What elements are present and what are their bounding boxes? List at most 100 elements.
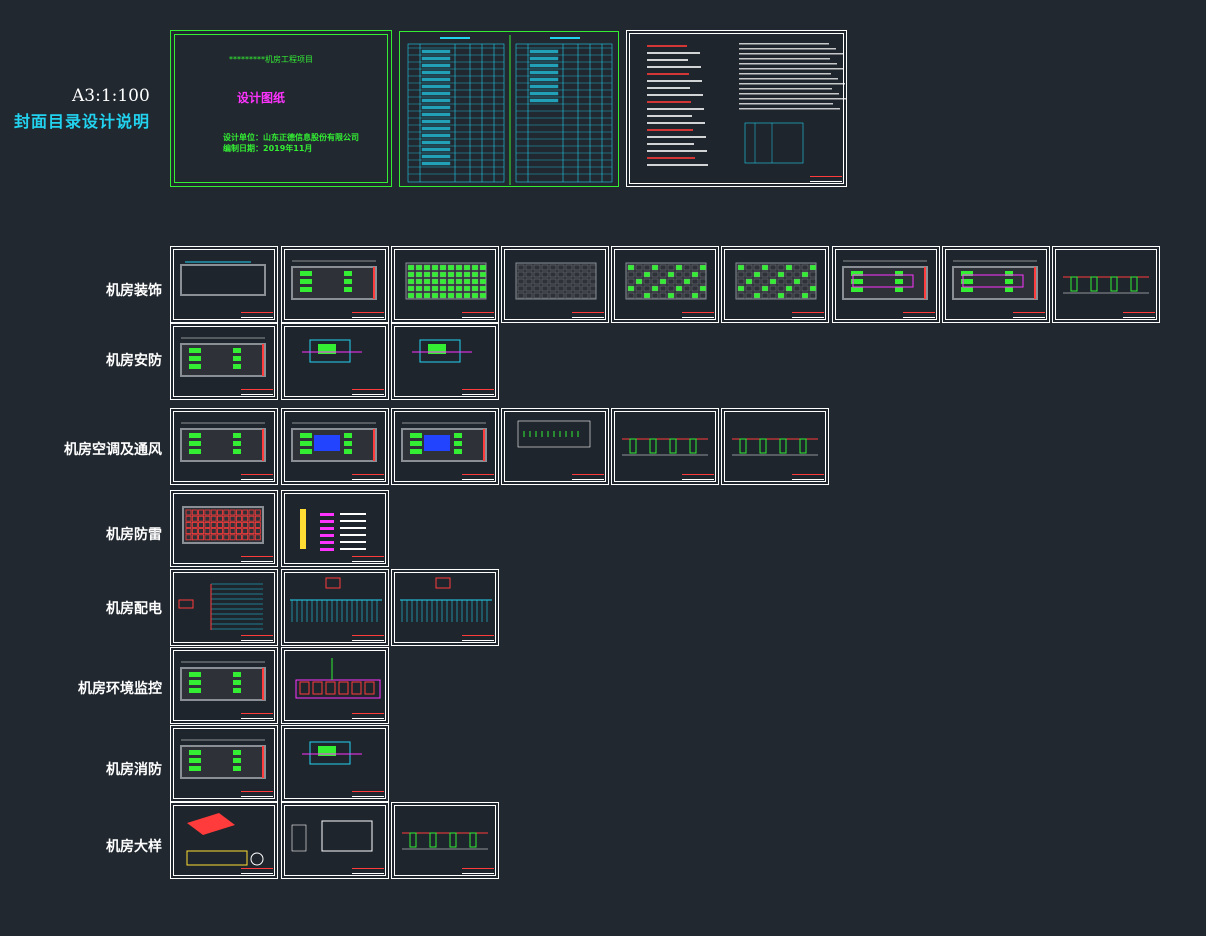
cover-section-title: 封面目录设计说明 [14,112,151,131]
drawing-sheet[interactable] [281,647,389,724]
sheet-drawing [842,260,928,300]
title-block [572,474,604,480]
title-block [352,556,384,562]
drawing-sheet[interactable] [611,408,719,485]
cover-drawing-title: 设计图纸 [237,91,286,105]
drawing-sheet[interactable] [281,802,389,879]
sheet-drawing [180,337,266,377]
drawing-sheet[interactable] [170,569,278,646]
drawing-sheet[interactable] [281,569,389,646]
drawing-sheet[interactable] [170,802,278,879]
drawing-sheet[interactable] [721,246,829,323]
drawing-sheet[interactable] [1052,246,1160,323]
category-label-security: 机房安防 [106,353,162,369]
title-block [241,556,273,562]
sheet-drawing [1063,276,1149,294]
index-table-drawing [407,35,613,185]
category-label-power: 机房配电 [106,601,162,617]
title-block [352,474,384,480]
sheet-drawing [295,658,381,699]
cover-sheet-border [174,34,388,183]
title-block [352,868,384,874]
sheet-drawing [302,339,362,363]
sheet-drawing [952,260,1038,300]
sheet-drawing [180,261,266,296]
title-block [1013,312,1045,318]
drawing-sheet[interactable] [391,569,499,646]
category-label-decoration: 机房装饰 [106,283,162,299]
drawing-sheet[interactable] [281,323,389,400]
drawing-sheet[interactable] [391,246,499,323]
drawing-sheet[interactable] [170,490,278,567]
sheet-drawing [622,438,708,456]
title-block [682,474,714,480]
drawing-sheet[interactable] [281,490,389,567]
title-block [352,389,384,395]
sheet-drawing [182,506,264,544]
drawing-sheet[interactable] [170,408,278,485]
title-block [462,868,494,874]
drawing-sheet[interactable] [832,246,940,323]
category-label-fire: 机房消防 [106,762,162,778]
sheet-drawing [186,813,264,866]
title-block [792,474,824,480]
cover-designer: 设计单位：山东正德信息股份有限公司 [223,133,359,142]
title-block [572,312,604,318]
drawing-sheet[interactable] [170,647,278,724]
drawing-sheet[interactable] [611,246,719,323]
scale-label: A3:1:100 [72,86,150,106]
title-block [352,312,384,318]
sheet-drawing [405,262,487,300]
category-label-hvac: 机房空调及通风 [64,442,162,458]
title-block [810,176,842,182]
drawing-sheet[interactable] [281,408,389,485]
drawing-sheet[interactable] [942,246,1050,323]
sheet-drawing [178,583,263,630]
category-label-detail: 机房大样 [106,839,162,855]
sheet-drawing [625,262,707,300]
title-block [792,312,824,318]
drawing-sheet[interactable] [391,408,499,485]
design-notes-sheet[interactable] [626,30,847,187]
drawing-sheet[interactable] [391,802,499,879]
sheet-drawing [732,438,818,456]
sheet-drawing [302,741,362,765]
drawing-sheet[interactable] [281,725,389,802]
sheet-drawing [180,661,266,701]
drawing-sheet[interactable] [721,408,829,485]
sheet-drawing [402,832,488,850]
drawing-sheet[interactable] [170,323,278,400]
sheet-drawing [400,577,492,622]
title-block [352,713,384,719]
index-sheet[interactable] [399,31,619,187]
sheet-drawing [515,262,597,300]
title-block [241,474,273,480]
title-block [462,474,494,480]
category-label-monitoring: 机房环境监控 [78,681,162,697]
drawing-sheet[interactable] [281,246,389,323]
sheet-drawing [517,420,591,448]
title-block [903,312,935,318]
cover-project-name: *********机房工程项目 [229,55,313,64]
cover-sheet[interactable]: *********机房工程项目 设计图纸 设计单位：山东正德信息股份有限公司 编… [170,30,392,187]
drawing-sheet[interactable] [170,246,278,323]
drawing-sheet[interactable] [170,725,278,802]
sheet-drawing [180,739,266,779]
drawing-sheet[interactable] [501,408,609,485]
title-block [241,635,273,641]
title-block [241,312,273,318]
title-block [1123,312,1155,318]
sheet-drawing [735,262,817,300]
title-block [241,791,273,797]
title-block [241,713,273,719]
title-block [462,312,494,318]
sheet-drawing [401,422,487,462]
sheet-drawing [290,577,382,622]
design-notes-drawing [647,43,846,166]
title-block [462,635,494,641]
drawing-sheet[interactable] [391,323,499,400]
sheet-drawing [291,422,377,462]
title-block [682,312,714,318]
title-block [241,868,273,874]
drawing-sheet[interactable] [501,246,609,323]
